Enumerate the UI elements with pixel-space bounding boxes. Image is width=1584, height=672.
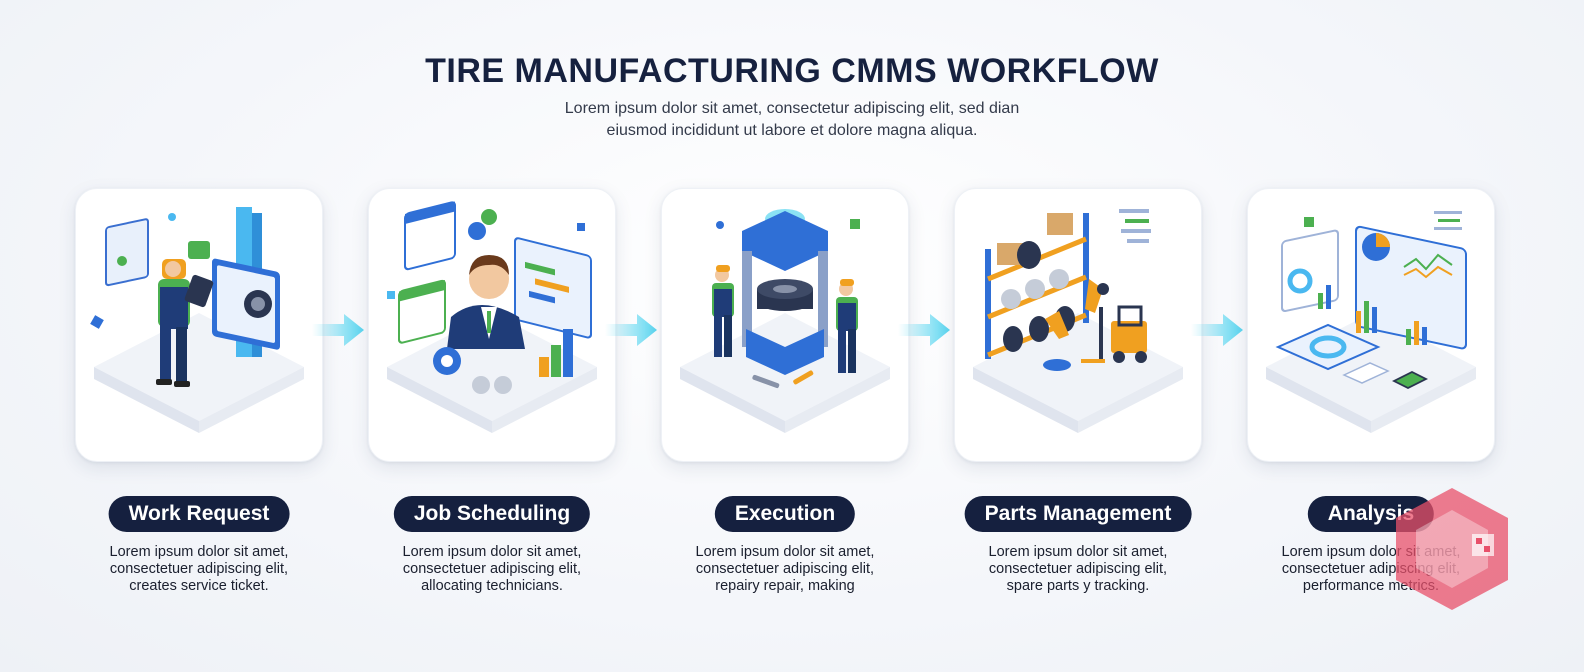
desc-line: spare parts у tracking. <box>1006 578 1150 594</box>
step-analysis: Analysis Lorem ipsum dolor sit amet, con… <box>1247 188 1495 594</box>
page-title: TIRE MANUFACTURING CMMS WORKFLOW <box>425 52 1159 90</box>
flow-arrow-icon <box>898 314 950 346</box>
step-label: Job Scheduling <box>393 496 591 532</box>
step-label: Work Request <box>108 496 290 532</box>
warehouse-forklift-icon <box>973 209 1183 433</box>
step-card <box>954 188 1202 462</box>
step-work-request: Work Request Lorem ipsum dolor sit amet,… <box>75 188 323 594</box>
step-execution: Execution Lorem ipsum dolor sit amet, co… <box>661 188 909 594</box>
flow-arrow-icon <box>312 314 364 346</box>
analytics-dashboard-icon <box>1266 211 1476 433</box>
flow-arrow-icon <box>605 314 657 346</box>
step-card <box>661 188 909 462</box>
desc-line: allocating technicians. <box>421 578 563 594</box>
subtitle-line: Lorem ipsum dolor sit amet, consectetur … <box>564 100 1020 117</box>
step-description: Lorem ipsum dolor sit amet, consectetuer… <box>368 544 616 595</box>
step-parts-management: Parts Management Lorem ipsum dolor sit a… <box>954 188 1202 594</box>
step-card <box>75 188 323 462</box>
desc-line: Lorem ipsum dolor sit amet, <box>988 544 1168 560</box>
step-description: Lorem ipsum dolor sit amet, consectetuer… <box>954 544 1202 595</box>
desc-line: Lorem ipsum dolor sit amet, <box>109 544 289 560</box>
page-subtitle: Lorem ipsum dolor sit amet, consectetur … <box>0 98 1584 142</box>
desc-line: Lorem ipsum dolor sit amet, <box>402 544 582 560</box>
step-description: Lorem ipsum dolor sit amet, consectetuer… <box>75 544 323 595</box>
step-card <box>368 188 616 462</box>
tire-press-repair-icon <box>680 209 890 433</box>
watermark-logo-icon <box>1396 488 1508 610</box>
step-label: Parts Management <box>964 496 1192 532</box>
desc-line: repairy repair, making <box>715 578 855 594</box>
flow-arrow-icon <box>1191 314 1243 346</box>
desc-line: consectetuer adipiscing elit, <box>109 561 289 577</box>
step-card <box>1247 188 1495 462</box>
desc-line: Lorem ipsum dolor sit amet, <box>695 544 875 560</box>
step-label: Execution <box>714 496 856 532</box>
scheduler-calendar-icon <box>387 201 597 433</box>
desc-line: consectetuer adipiscing elit, <box>695 561 875 577</box>
desc-line: consectetuer adipiscing elit, <box>402 561 582 577</box>
desc-line: creates service ticket. <box>129 578 269 594</box>
desc-line: consectetuer adipiscing elit, <box>988 561 1168 577</box>
technician-kiosk-icon <box>90 207 304 433</box>
subtitle-line: eiusmod incididunt ut labore et dolore m… <box>606 122 978 139</box>
step-job-scheduling: Job Scheduling Lorem ipsum dolor sit ame… <box>368 188 616 594</box>
step-description: Lorem ipsum dolor sit amet, consectetuer… <box>661 544 909 595</box>
